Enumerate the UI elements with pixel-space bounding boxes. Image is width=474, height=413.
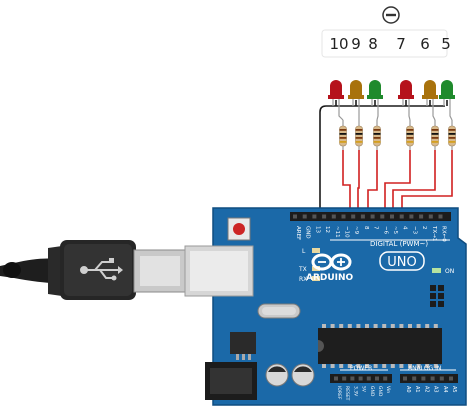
power-pin-label: 5V	[361, 386, 367, 393]
power-header-label: POWER	[350, 365, 372, 372]
pin-label-box: 10 9 8 7 6 5	[321, 29, 451, 58]
header-pin-label: 7	[373, 226, 379, 230]
header-pin-label: 4	[402, 226, 408, 230]
digital-header-label: DIGITAL (PWM~)	[370, 240, 428, 248]
icsp-header	[430, 285, 444, 307]
usb-symbol-icon	[80, 258, 123, 281]
brand-label: ARDUINO	[306, 273, 354, 283]
analog-pin-label: A0	[405, 386, 411, 393]
header-pin-label: ~5	[392, 226, 398, 235]
resistor-8	[373, 120, 381, 150]
resistor-5	[448, 120, 456, 150]
led-group	[328, 80, 455, 121]
digital-header	[290, 212, 451, 221]
analog-pin-label: A4	[442, 386, 448, 393]
header-pin-label: ~10	[344, 226, 350, 238]
wire-pin-9	[357, 150, 360, 214]
uno-badge: UNO	[379, 251, 425, 271]
reset-button[interactable]	[227, 217, 251, 241]
pin-label-6: 6	[420, 35, 430, 53]
power-pin-label: IOREF	[336, 386, 342, 400]
led-10	[328, 80, 344, 121]
led-9	[348, 80, 364, 120]
minus-circle-icon[interactable]	[382, 6, 400, 24]
arduino-logo-icon	[311, 253, 352, 271]
header-pin-label: ~9	[353, 226, 359, 235]
analog-pin-label: A2	[423, 386, 429, 393]
wire-pin-5	[401, 150, 453, 214]
wire-pin-8	[367, 150, 378, 214]
header-pin-label: ~6	[382, 226, 388, 235]
analog-pin-label: A3	[433, 386, 439, 393]
microcontroller-chip	[318, 324, 442, 368]
header-pin-label: 13	[314, 226, 320, 233]
resistor-group	[339, 120, 456, 150]
resistor-10	[339, 120, 347, 150]
analog-header	[400, 374, 458, 383]
analog-pin-label: A5	[451, 386, 457, 393]
resistor-9	[355, 120, 363, 150]
capacitors	[265, 363, 315, 387]
header-pin-label: 12	[324, 226, 330, 233]
header-pin-label: GND	[305, 226, 311, 239]
wire-pin-6	[392, 150, 436, 214]
led-5	[439, 80, 455, 121]
voltage-regulator	[230, 332, 256, 360]
on-label: ON	[445, 268, 454, 275]
power-pin-label: RESET	[344, 386, 350, 401]
dc-barrel-jack	[205, 362, 257, 400]
ground-wire	[319, 100, 448, 208]
power-pin-label: Vin	[385, 386, 391, 393]
header-pin-label: TX→1	[431, 225, 437, 241]
model-label: UNO	[387, 255, 416, 270]
wire-pin-10	[342, 150, 351, 214]
resistor-7	[406, 120, 414, 150]
power-pin-label: GND	[377, 386, 383, 397]
header-pin-label: ~3	[411, 226, 417, 235]
led-label-l: L	[302, 248, 306, 255]
power-pin-label: 3.3V	[352, 386, 358, 397]
led-label-rx: RX	[299, 276, 307, 283]
analog-pin-label: A1	[414, 386, 420, 393]
crystal-oscillator	[257, 303, 301, 319]
led-label-tx: TX	[298, 266, 307, 273]
led-8	[367, 80, 383, 121]
power-pin-label: GND	[369, 386, 375, 397]
header-pin-label: 8	[363, 226, 369, 230]
pin-label-9: 9	[351, 35, 361, 53]
pin-label-5: 5	[441, 35, 451, 53]
wire-pin-7	[384, 150, 411, 214]
header-pin-label: AREF	[295, 226, 301, 240]
pin-label-7: 7	[396, 35, 406, 53]
resistor-6	[431, 120, 439, 150]
power-header	[330, 374, 392, 383]
analog-header-label: ANALOG IN	[408, 365, 441, 372]
led-7	[398, 80, 414, 121]
led-6	[422, 80, 438, 121]
header-pin-label: RX←0	[441, 226, 447, 242]
pin-label-10: 10	[329, 35, 348, 53]
header-pin-label: 2	[421, 226, 427, 230]
header-pin-label: ~11	[334, 226, 340, 238]
signal-wires	[342, 150, 453, 214]
pin-label-8: 8	[368, 35, 378, 53]
